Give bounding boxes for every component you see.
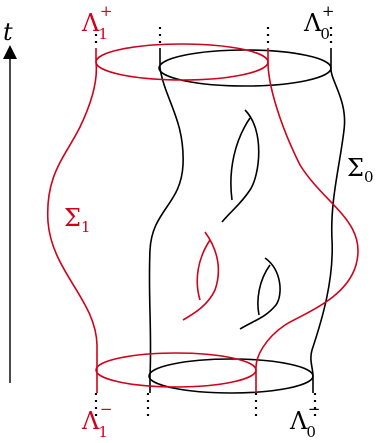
surface-sigma1 — [46, 43, 359, 393]
inner-curve-1a — [221, 109, 260, 223]
lambda0-minus-sup: − — [307, 400, 321, 418]
sigma1-right-wall — [255, 48, 359, 393]
label-lambda1-plus: Λ1 + — [82, 4, 120, 43]
inner-curve-1b — [230, 117, 251, 201]
red-inner-curve-b — [196, 239, 211, 301]
lambda1-minus-bottom-circle — [95, 352, 257, 388]
lambda0-plus-sub: 0 — [320, 24, 330, 43]
sigma1-sub: 1 — [80, 217, 91, 236]
lambda1-plus-top-circle — [95, 43, 269, 81]
label-lambda1-minus: Λ1 − — [82, 402, 120, 441]
lambda0-plus-sup: + — [321, 2, 335, 20]
lambda1-minus-base: Λ — [82, 407, 100, 435]
lambda1-plus-sup: + — [99, 2, 113, 20]
inner-curve-2b — [257, 264, 271, 316]
lambda1-plus-sub: 1 — [98, 24, 108, 43]
sigma0-right-wall — [310, 48, 346, 393]
lambda0-minus-sub: 0 — [306, 422, 316, 441]
lambda1-minus-sup: − — [99, 400, 113, 418]
inner-curve-2a — [239, 257, 281, 330]
lambda0-minus-bottom-circle — [148, 358, 314, 394]
sigma0-sub: 0 — [363, 167, 374, 186]
sigma0-left-wall — [148, 48, 184, 393]
sigma1-base: Σ — [64, 204, 81, 232]
lambda1-minus-sub: 1 — [98, 422, 108, 441]
label-lambda0-plus: Λ0 + — [304, 4, 342, 43]
label-lambda0-minus: Λ0 − — [290, 402, 328, 441]
label-sigma1: Σ1 — [64, 206, 91, 235]
red-inner-curve-a — [182, 231, 220, 321]
time-axis-label: t — [3, 18, 13, 46]
lambda1-plus-base: Λ — [82, 9, 100, 37]
lambda0-minus-base: Λ — [290, 407, 308, 435]
sigma0-base: Σ — [347, 154, 364, 182]
surface-sigma0 — [148, 48, 346, 394]
sigma1-left-wall — [46, 48, 98, 393]
label-sigma0: Σ0 — [347, 156, 374, 185]
lambda0-plus-base: Λ — [304, 9, 322, 37]
